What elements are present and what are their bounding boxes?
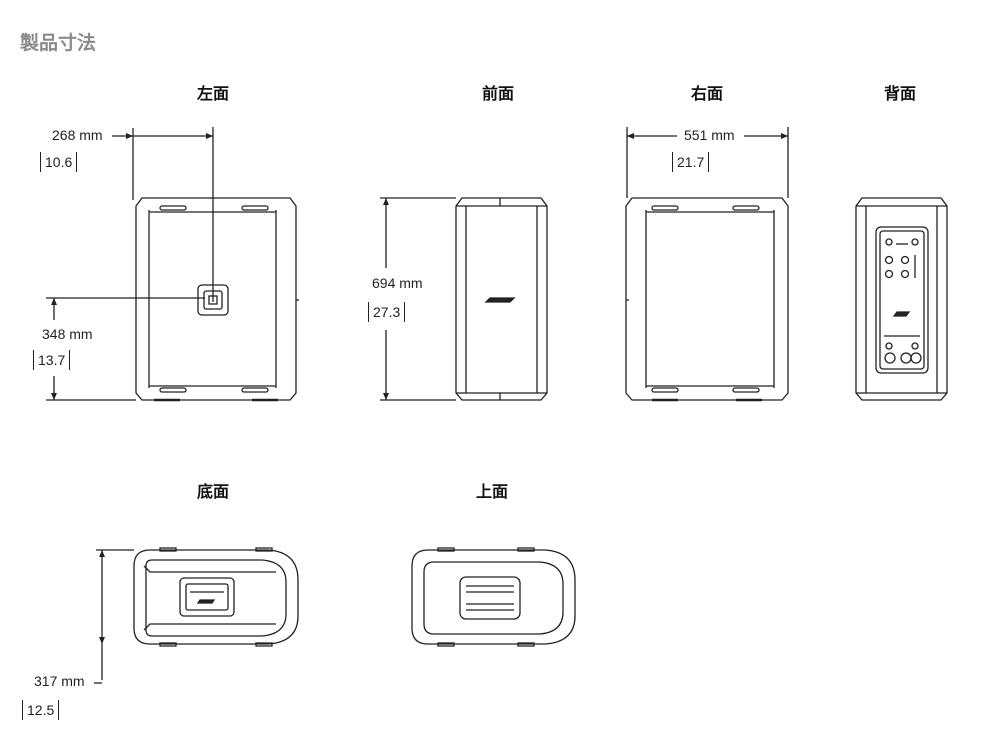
right-view-drawing — [625, 197, 789, 402]
left-offset-inch-label: 13.7 — [33, 350, 71, 370]
top-view-drawing — [411, 547, 576, 647]
height-mm-label: 694 mm — [372, 275, 423, 291]
left-width-inch-label: 10.6 — [40, 152, 78, 172]
height-inch-label: 27.3 — [368, 302, 406, 322]
view-title-front: 前面 — [481, 84, 515, 103]
bottom-view-drawing — [133, 547, 299, 647]
bottom-depth-inch-label: 12.5 — [22, 700, 60, 720]
view-title-back: 背面 — [883, 84, 917, 103]
left-offset-mm-label: 348 mm — [42, 326, 93, 342]
view-title-top: 上面 — [475, 482, 509, 501]
bottom-depth-mm-label: 317 mm — [34, 673, 85, 689]
page-title: 製品寸法 — [20, 32, 97, 54]
left-view-drawing — [135, 197, 299, 402]
back-view-drawing — [855, 197, 948, 401]
view-title-bottom: 底面 — [196, 482, 230, 501]
depth-mm-label: 551 mm — [681, 127, 738, 143]
depth-inch-label: 21.7 — [672, 152, 710, 172]
view-title-right: 右面 — [690, 84, 724, 103]
front-view-drawing — [455, 197, 548, 401]
left-width-mm-label: 268 mm — [52, 127, 103, 143]
view-title-left: 左面 — [196, 84, 230, 103]
